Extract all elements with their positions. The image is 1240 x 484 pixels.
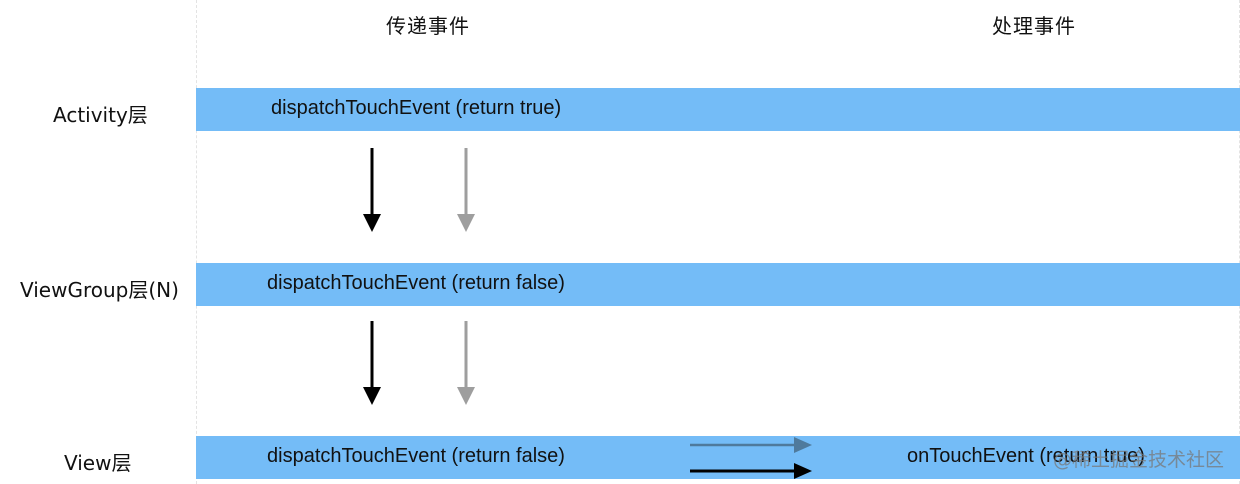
layer-bar-activity: dispatchTouchEvent (return true) [196, 88, 1240, 131]
column-divider-left [196, 0, 197, 484]
view-ontouch-text: onTouchEvent (return true) [907, 445, 1145, 467]
arrow-activity-to-viewgroup-primary-icon [363, 148, 381, 232]
arrow-activity-to-viewgroup-secondary-icon [457, 148, 475, 232]
row-label-view: View层 [64, 451, 132, 475]
arrow-viewgroup-to-view-primary-icon [363, 321, 381, 405]
header-handle: 处理事件 [992, 14, 1076, 38]
layer-bar-viewgroup: dispatchTouchEvent (return false) [196, 263, 1240, 306]
activity-dispatch-text: dispatchTouchEvent (return true) [271, 97, 562, 119]
view-dispatch-text: dispatchTouchEvent (return false) [267, 445, 565, 467]
viewgroup-dispatch-text: dispatchTouchEvent (return false) [267, 272, 565, 294]
arrow-viewgroup-to-view-secondary-icon [457, 321, 475, 405]
row-label-viewgroup: ViewGroup层(N) [20, 278, 179, 302]
watermark-text: @稀土掘金技术社区 [1052, 449, 1224, 471]
header-dispatch: 传递事件 [386, 14, 470, 38]
arrow-to-ontouch-lower-icon [690, 463, 812, 479]
row-label-activity: Activity层 [53, 103, 148, 127]
arrow-to-ontouch-upper-icon [690, 437, 812, 453]
